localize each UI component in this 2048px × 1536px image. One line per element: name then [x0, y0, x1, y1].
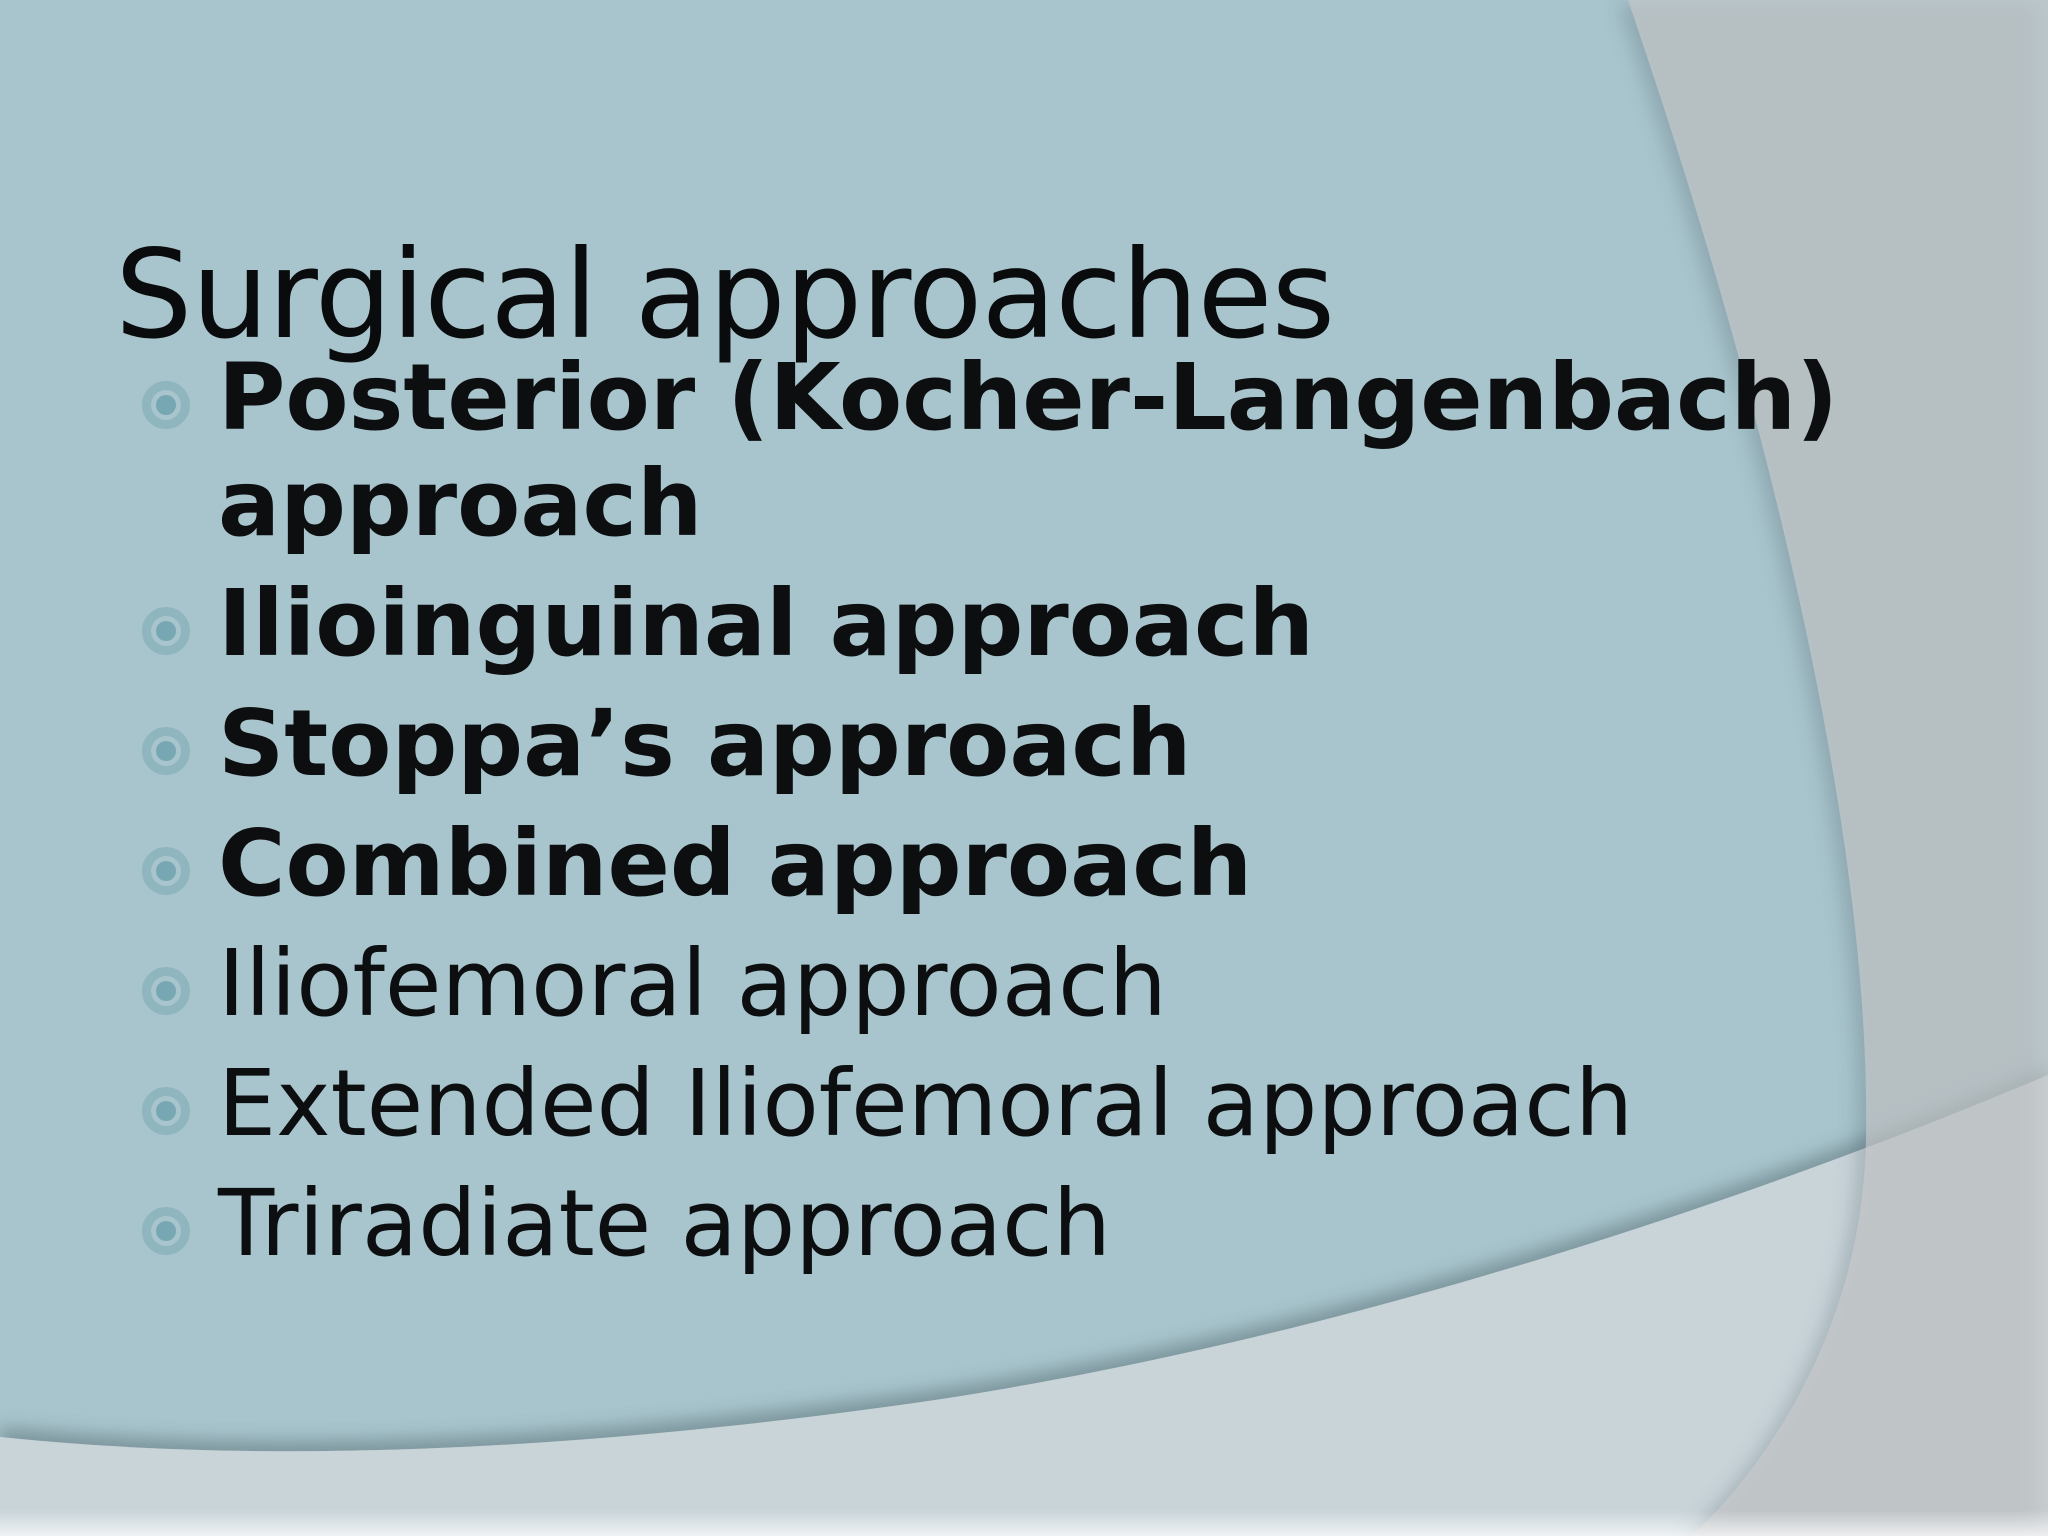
list-item: Iliofemoral approach	[142, 931, 1918, 1037]
list-item-label: Combined approach	[218, 810, 1253, 917]
bullet-dot	[156, 1101, 176, 1121]
list-item: Ilioinguinal approach	[142, 571, 1918, 677]
bottom-sweep-panel	[0, 1075, 2048, 1536]
bullet-list: Posterior (Kocher-Langenbach) approach I…	[0, 345, 1918, 1291]
bottom-fade-strip	[0, 1510, 2048, 1536]
double-circle-bullet-icon	[142, 967, 190, 1015]
double-circle-bullet-icon	[142, 607, 190, 655]
bullet-dot	[156, 1221, 176, 1241]
bullet-dot	[156, 621, 176, 641]
bullet-dot	[156, 861, 176, 881]
double-circle-bullet-icon	[142, 381, 190, 429]
list-item: Stoppa’s approach	[142, 691, 1918, 797]
list-item: Combined approach	[142, 811, 1918, 917]
bullet-dot	[156, 395, 176, 415]
list-item: Triradiate approach	[142, 1171, 1918, 1277]
list-item-label: Stoppa’s approach	[218, 690, 1192, 797]
list-item: Posterior (Kocher-Langenbach) approach	[142, 345, 1918, 557]
double-circle-bullet-icon	[142, 1207, 190, 1255]
list-item-label: Extended Iliofemoral approach	[218, 1050, 1634, 1157]
slide-title: Surgical approaches	[115, 223, 1335, 366]
right-arc-panel	[1628, 0, 2048, 1536]
list-item-label: Posterior (Kocher-Langenbach) approach	[218, 344, 1839, 557]
double-circle-bullet-icon	[142, 847, 190, 895]
list-item-label: Iliofemoral approach	[218, 930, 1167, 1037]
double-circle-bullet-icon	[142, 1087, 190, 1135]
bullet-dot	[156, 741, 176, 761]
double-circle-bullet-icon	[142, 727, 190, 775]
list-item-label: Ilioinguinal approach	[218, 570, 1315, 677]
list-item-label: Triradiate approach	[218, 1170, 1112, 1277]
bullet-dot	[156, 981, 176, 1001]
list-item: Extended Iliofemoral approach	[142, 1051, 1918, 1157]
